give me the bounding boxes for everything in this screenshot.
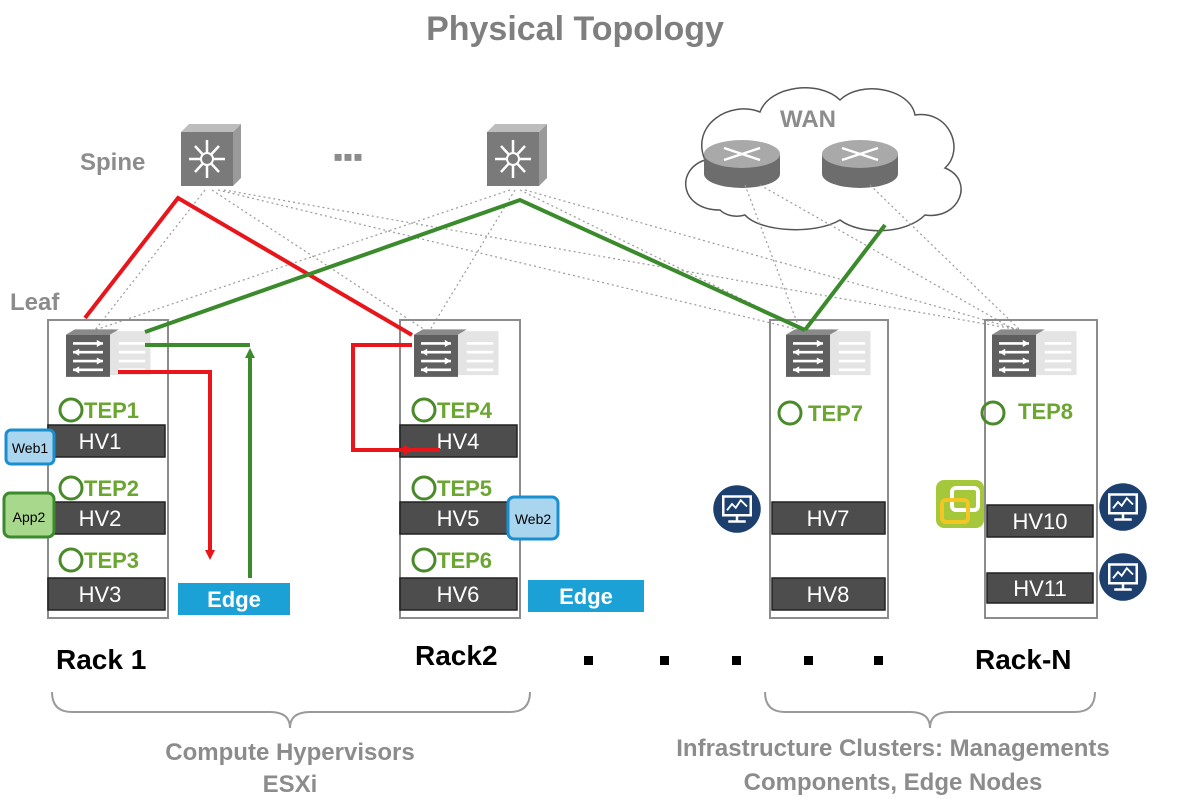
leaf-switch-icon <box>786 327 872 379</box>
edge-node <box>528 580 644 612</box>
tep-label: TEP4 <box>437 398 493 423</box>
tep-circle-icon <box>411 397 437 423</box>
tep-circle-icon <box>411 547 437 573</box>
rack-label: Rack2 <box>415 640 498 671</box>
leaf-switch-icon <box>414 327 500 379</box>
compute-caption: ESXi <box>263 771 318 798</box>
hypervisor-label: HV3 <box>79 582 122 607</box>
tep-circle-icon <box>58 475 84 501</box>
tep-circle-icon <box>58 547 84 573</box>
infra-caption: Components, Edge Nodes <box>744 769 1043 796</box>
hypervisor <box>771 501 886 535</box>
tep-label: TEP3 <box>84 548 139 573</box>
leaf-label: Leaf <box>10 289 60 316</box>
hypervisor-label: HV5 <box>437 506 480 531</box>
tep-circle-icon <box>58 397 84 423</box>
tep-label: TEP8 <box>1018 399 1073 424</box>
hypervisor <box>47 501 166 535</box>
hypervisor <box>399 577 518 611</box>
rack-n-frame <box>984 319 1098 619</box>
rack-ellipsis <box>584 656 883 665</box>
tep-label: TEP6 <box>437 548 492 573</box>
tep-label: TEP2 <box>84 476 139 501</box>
edge-label: Edge <box>207 587 261 612</box>
edge-node <box>178 583 290 615</box>
tep-label: TEP1 <box>84 398 139 423</box>
hypervisor-label: HV11 <box>1013 576 1066 601</box>
spine-switch-icon <box>487 124 547 186</box>
tep-label: TEP5 <box>437 476 492 501</box>
hypervisor <box>986 572 1094 604</box>
fabric-links <box>94 184 1021 331</box>
wan-router-icon <box>702 138 782 190</box>
vm-label: Web1 <box>12 440 49 456</box>
infra-brace <box>764 691 1096 729</box>
vm-label: App2 <box>13 509 46 525</box>
wan-label: WAN <box>780 106 836 133</box>
vm-monitor-icon <box>1098 482 1148 532</box>
leaf-switch-icon <box>992 327 1078 379</box>
rack-1-frame <box>47 319 169 619</box>
rack-2-frame <box>399 319 521 619</box>
hypervisor-label: HV10 <box>1012 509 1067 534</box>
rack-7-frame <box>769 319 889 619</box>
hypervisor <box>986 504 1094 538</box>
vm-app2 <box>2 491 56 539</box>
hypervisor-label: HV6 <box>437 582 480 607</box>
hypervisor-label: HV4 <box>437 429 480 454</box>
rack-label: Rack-N <box>975 644 1071 675</box>
vm-monitor-icon <box>1098 552 1148 602</box>
vsphere-icon <box>936 480 984 528</box>
rack-label: Rack 1 <box>56 644 146 675</box>
tep-circle-icon <box>777 400 803 426</box>
green-traffic-path <box>144 197 887 578</box>
red-traffic-path <box>83 195 440 560</box>
vm-label: Web2 <box>515 511 552 527</box>
spine-switch-icon <box>181 124 241 186</box>
hypervisor-label: HV7 <box>807 506 850 531</box>
wan-router-icon <box>820 138 900 190</box>
hypervisor <box>399 501 518 535</box>
vm-monitor-icon <box>712 484 762 534</box>
edge-label: Edge <box>559 584 613 609</box>
hypervisor-label: HV1 <box>79 429 122 454</box>
tep-label: TEP7 <box>808 401 863 426</box>
leaf-switch-icon <box>66 327 152 379</box>
hypervisor <box>47 577 166 611</box>
spine-ellipsis: ▪▪▪ <box>333 141 363 172</box>
tep-circle-icon <box>411 475 437 501</box>
hypervisor <box>771 577 886 611</box>
spine-label: Spine <box>80 149 145 176</box>
hypervisor-label: HV2 <box>79 506 122 531</box>
tep-circle-icon <box>980 400 1006 426</box>
page-title: Physical Topology <box>426 10 724 48</box>
vm-web2 <box>506 495 560 541</box>
compute-caption: Compute Hypervisors <box>165 739 414 766</box>
hypervisor <box>47 424 166 458</box>
compute-brace <box>51 691 531 729</box>
hypervisor-label: HV8 <box>807 582 850 607</box>
infra-caption: Infrastructure Clusters: Managements <box>676 735 1109 762</box>
vm-web1 <box>4 428 56 466</box>
